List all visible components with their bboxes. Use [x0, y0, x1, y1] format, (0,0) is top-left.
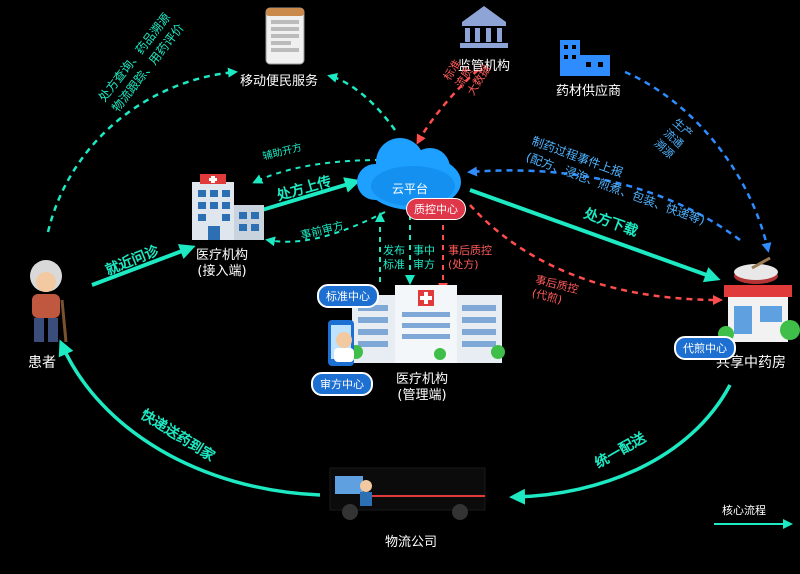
legend-label: 核心流程 — [722, 504, 766, 517]
hospital-manage-label: 医疗机构 (管理端) — [396, 372, 449, 403]
cloud-icon — [357, 138, 461, 210]
edge-label-post-qc-rx: 事后质控 (处方) — [448, 244, 492, 271]
edge-post-qc-decoct — [469, 204, 723, 305]
edge-label-mid-review: 事中 审方 — [413, 244, 435, 271]
edge-pre-review — [265, 211, 386, 247]
mobile-service-label: 移动便民服务 — [240, 74, 319, 89]
patient-figure-icon — [30, 260, 68, 343]
edge-express-home — [58, 339, 321, 497]
edge-pharmacy-cloud — [467, 166, 741, 242]
edge-rx-upload — [261, 177, 361, 212]
review-center-badge: 审方中心 — [311, 372, 373, 396]
edge-patient-mobile — [46, 67, 238, 233]
pharmacy-building-icon — [718, 256, 800, 342]
hospital-manage-building-icon — [349, 285, 505, 363]
edge-regulator-cloud — [416, 69, 479, 145]
edge-label-publish-std: 发布 标准 — [383, 244, 405, 271]
edge-cloud-mobile — [327, 72, 397, 131]
review-center-icon — [328, 320, 354, 366]
regulator-label: 监管机构 — [458, 59, 511, 74]
supplier-building-icon — [560, 40, 610, 76]
edge-supplier-pharmacy — [624, 70, 772, 253]
logistics-van-icon — [329, 467, 486, 520]
supplier-label: 药材供应商 — [556, 84, 622, 99]
edge-unified-delivery — [509, 384, 732, 505]
edge-rx-download — [469, 188, 721, 283]
hospital-access-building-icon — [192, 174, 264, 240]
logistics-label: 物流公司 — [385, 535, 438, 550]
edge-visit — [91, 244, 196, 287]
decoct-center-badge: 代煎中心 — [674, 336, 736, 360]
qc-center-badge: 质控中心 — [406, 198, 466, 220]
phone-icon — [265, 7, 305, 65]
cloud-platform-label: 云平台 — [392, 182, 429, 196]
pharmacy-label: 共享中药房 — [716, 355, 786, 371]
hospital-access-label: 医疗机构 (接入端) — [196, 248, 249, 279]
patient-label: 患者 — [28, 355, 56, 371]
regulator-building-icon — [460, 6, 508, 48]
standard-center-badge: 标准中心 — [317, 284, 379, 308]
